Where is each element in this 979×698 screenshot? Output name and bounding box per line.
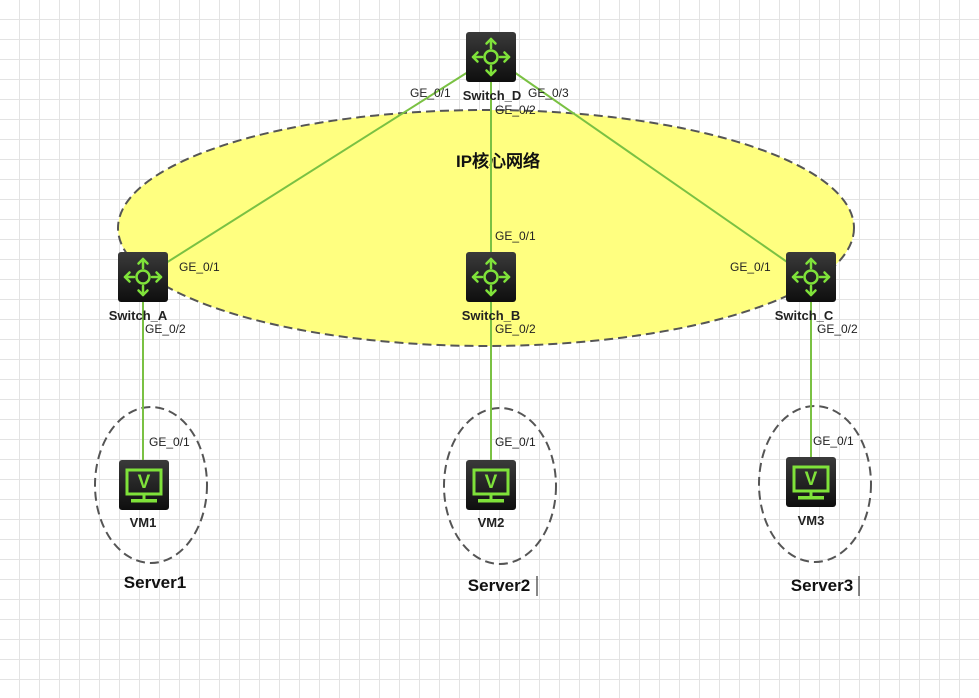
router-icon: [464, 250, 518, 304]
router-icon: [784, 250, 838, 304]
port-label: GE_0/1: [149, 435, 190, 449]
router-icon: [464, 30, 518, 84]
vm2-label: VM2: [478, 515, 505, 530]
server3-label: Server3: [791, 576, 853, 595]
core-network-ellipse: [117, 109, 855, 347]
switch-b-label: Switch_B: [462, 308, 521, 323]
server1-ellipse: [94, 406, 208, 564]
vm-icon-glyph: V: [485, 472, 498, 493]
port-label: GE_0/1: [730, 260, 771, 274]
vm-icon-glyph: V: [805, 469, 818, 490]
switch-d-label: Switch_D: [463, 88, 522, 103]
server2-label: Server2: [468, 576, 530, 595]
switch-a-label: Switch_A: [109, 308, 168, 323]
port-label: GE_0/2: [495, 322, 536, 336]
vm1[interactable]: V: [117, 458, 171, 512]
port-label: GE_0/2: [145, 322, 186, 336]
switch-b[interactable]: [464, 250, 518, 304]
switch-d[interactable]: [464, 30, 518, 84]
vm1-label: VM1: [130, 515, 157, 530]
switch-c-label: Switch_C: [775, 308, 834, 323]
vm3-label: VM3: [798, 513, 825, 528]
vm-icon-glyph: V: [138, 472, 151, 493]
port-label: GE_0/1: [179, 260, 220, 274]
port-label: GE_0/1: [813, 434, 854, 448]
core-network-label: IP核心网络: [456, 151, 540, 171]
link-d-c: [513, 71, 791, 265]
port-label: GE_0/3: [528, 86, 569, 100]
router-icon: [116, 250, 170, 304]
server1-label: Server1: [124, 573, 186, 592]
link-d-a: [157, 71, 469, 269]
port-label: GE_0/2: [495, 103, 536, 117]
port-label: GE_0/1: [410, 86, 451, 100]
server3-ellipse: [758, 405, 872, 563]
switch-c[interactable]: [784, 250, 838, 304]
port-label: GE_0/1: [495, 229, 536, 243]
port-label: GE_0/1: [495, 435, 536, 449]
vm2[interactable]: V: [464, 458, 518, 512]
port-label: GE_0/2: [817, 322, 858, 336]
vm3[interactable]: V: [784, 455, 838, 509]
switch-a[interactable]: [116, 250, 170, 304]
server2-ellipse: [443, 407, 557, 565]
